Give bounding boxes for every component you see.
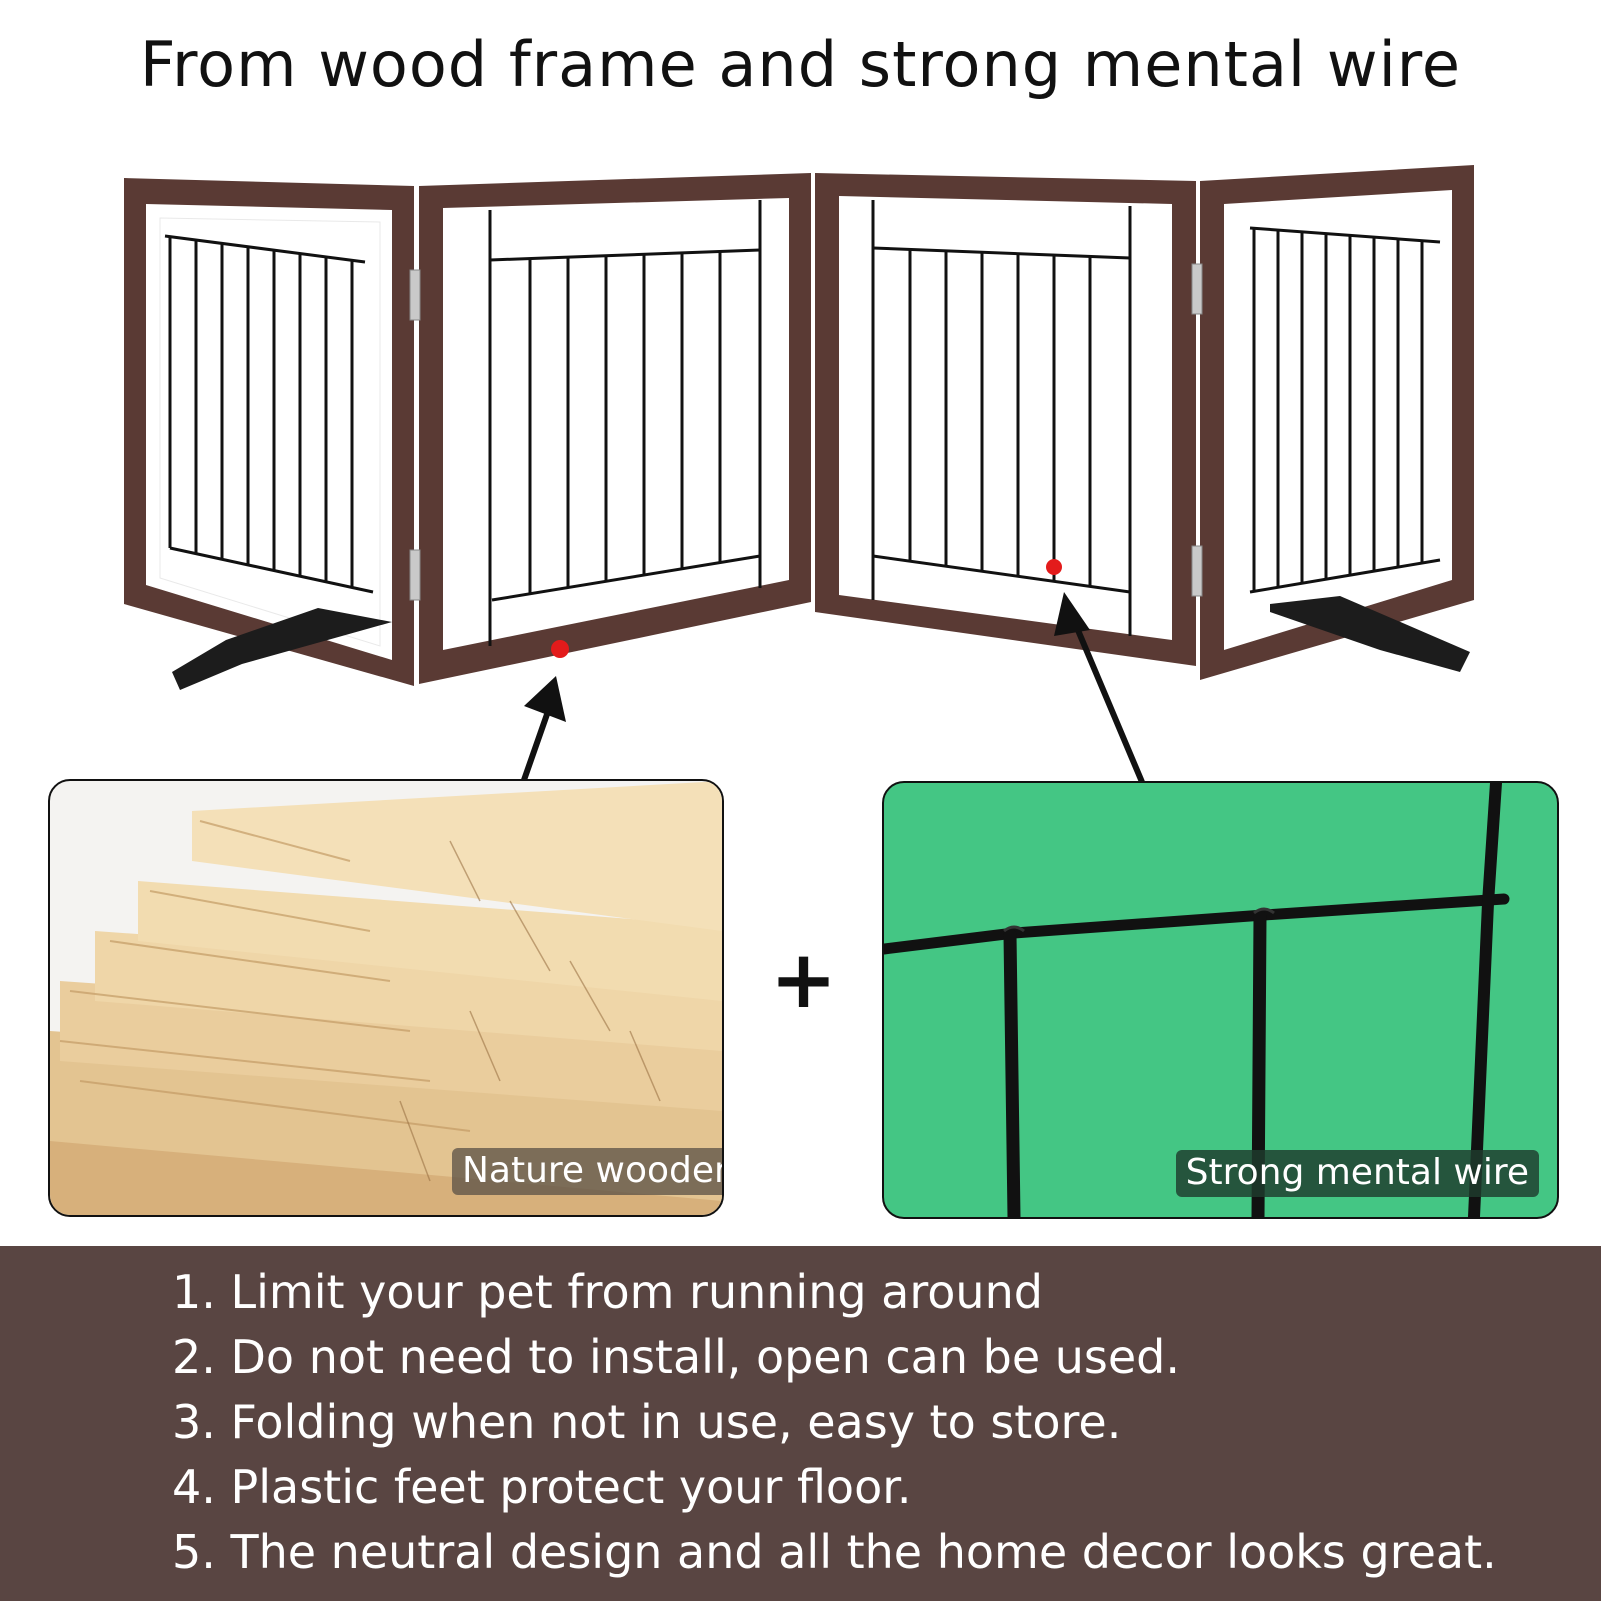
feature-item-5: 5. The neutral design and all the home d…: [172, 1525, 1497, 1579]
fence-illustration: [124, 165, 1474, 784]
plus-icon: +: [770, 933, 838, 1026]
feature-item-4: 4. Plastic feet protect your floor.: [172, 1460, 912, 1514]
wire-caption: Strong mental wire: [1175, 1150, 1539, 1197]
fence-panel-4: [1200, 165, 1474, 680]
feature-item-3: 3. Folding when not in use, easy to stor…: [172, 1395, 1122, 1449]
fence-panel-3: [815, 173, 1196, 666]
feature-item-1: 1. Limit your pet from running around: [172, 1265, 1043, 1319]
wood-marker-dot: [551, 640, 569, 658]
wire-closeup-image: Strong mental wire: [882, 781, 1559, 1219]
headline: From wood frame and strong mental wire: [139, 28, 1462, 101]
feature-list-panel: 1. Limit your pet from running around 2.…: [0, 1246, 1601, 1601]
feature-item-2: 2. Do not need to install, open can be u…: [172, 1330, 1181, 1384]
wood-planks-image: Nature wooden: [48, 779, 724, 1217]
fence-panel-2: [419, 173, 811, 684]
wood-caption: Nature wooden: [452, 1148, 722, 1195]
wire-marker-dot: [1046, 559, 1062, 575]
feature-list: 1. Limit your pet from running around 2.…: [0, 1246, 1601, 1585]
fence-panel-1: [124, 178, 414, 686]
wire-grid: [884, 783, 1510, 1217]
